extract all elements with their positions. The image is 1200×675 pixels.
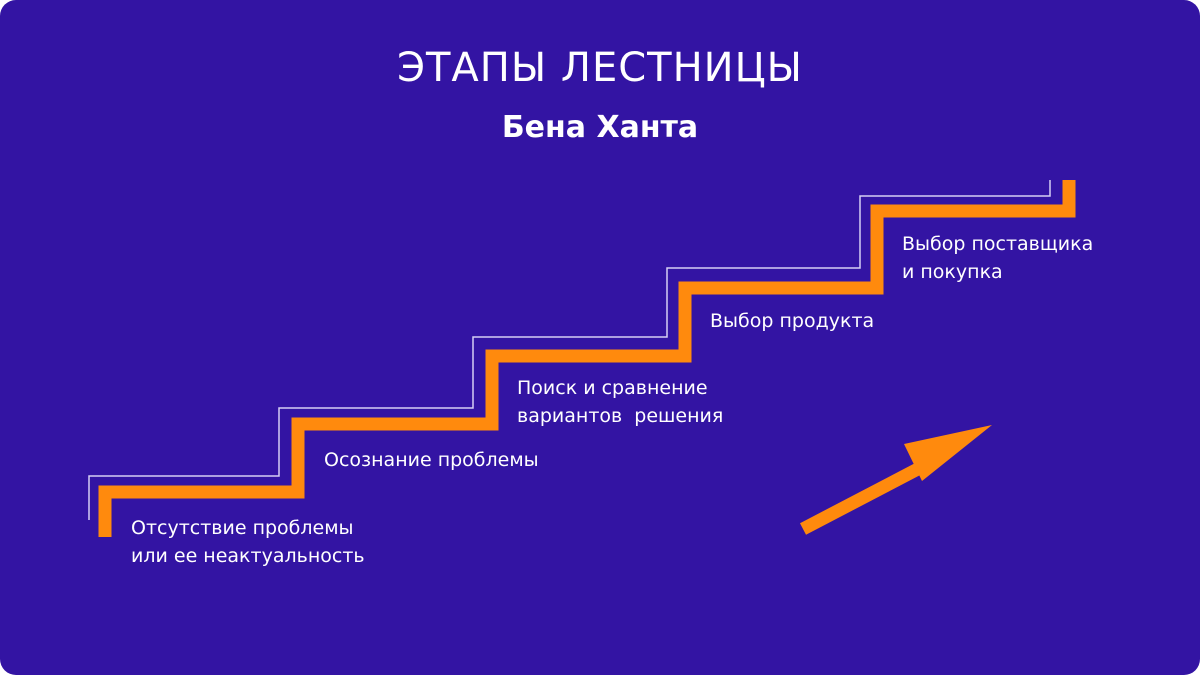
staircase-path xyxy=(98,180,1076,537)
staircase-outline xyxy=(88,180,1051,520)
step-label-problem-awareness: Осознание проблемы xyxy=(324,449,539,471)
step-label-product-choice: Выбор продукта xyxy=(710,310,875,332)
arrow-head xyxy=(904,425,992,481)
step-label-supplier-purchase: Выбор поставщика и покупка xyxy=(902,233,1094,283)
arrow-shaft xyxy=(799,454,939,535)
step-label-no-problem: Отсутствие проблемы или ее неактуальност… xyxy=(131,517,365,567)
diagram-title: ЭТАПЫ ЛЕСТНИЦЫ xyxy=(397,45,803,91)
arrow-up-right-icon xyxy=(799,425,992,535)
diagram-subtitle: Бена Ханта xyxy=(501,110,699,145)
step-label-solution-search: Поиск и сравнение вариантов решения xyxy=(517,377,724,427)
